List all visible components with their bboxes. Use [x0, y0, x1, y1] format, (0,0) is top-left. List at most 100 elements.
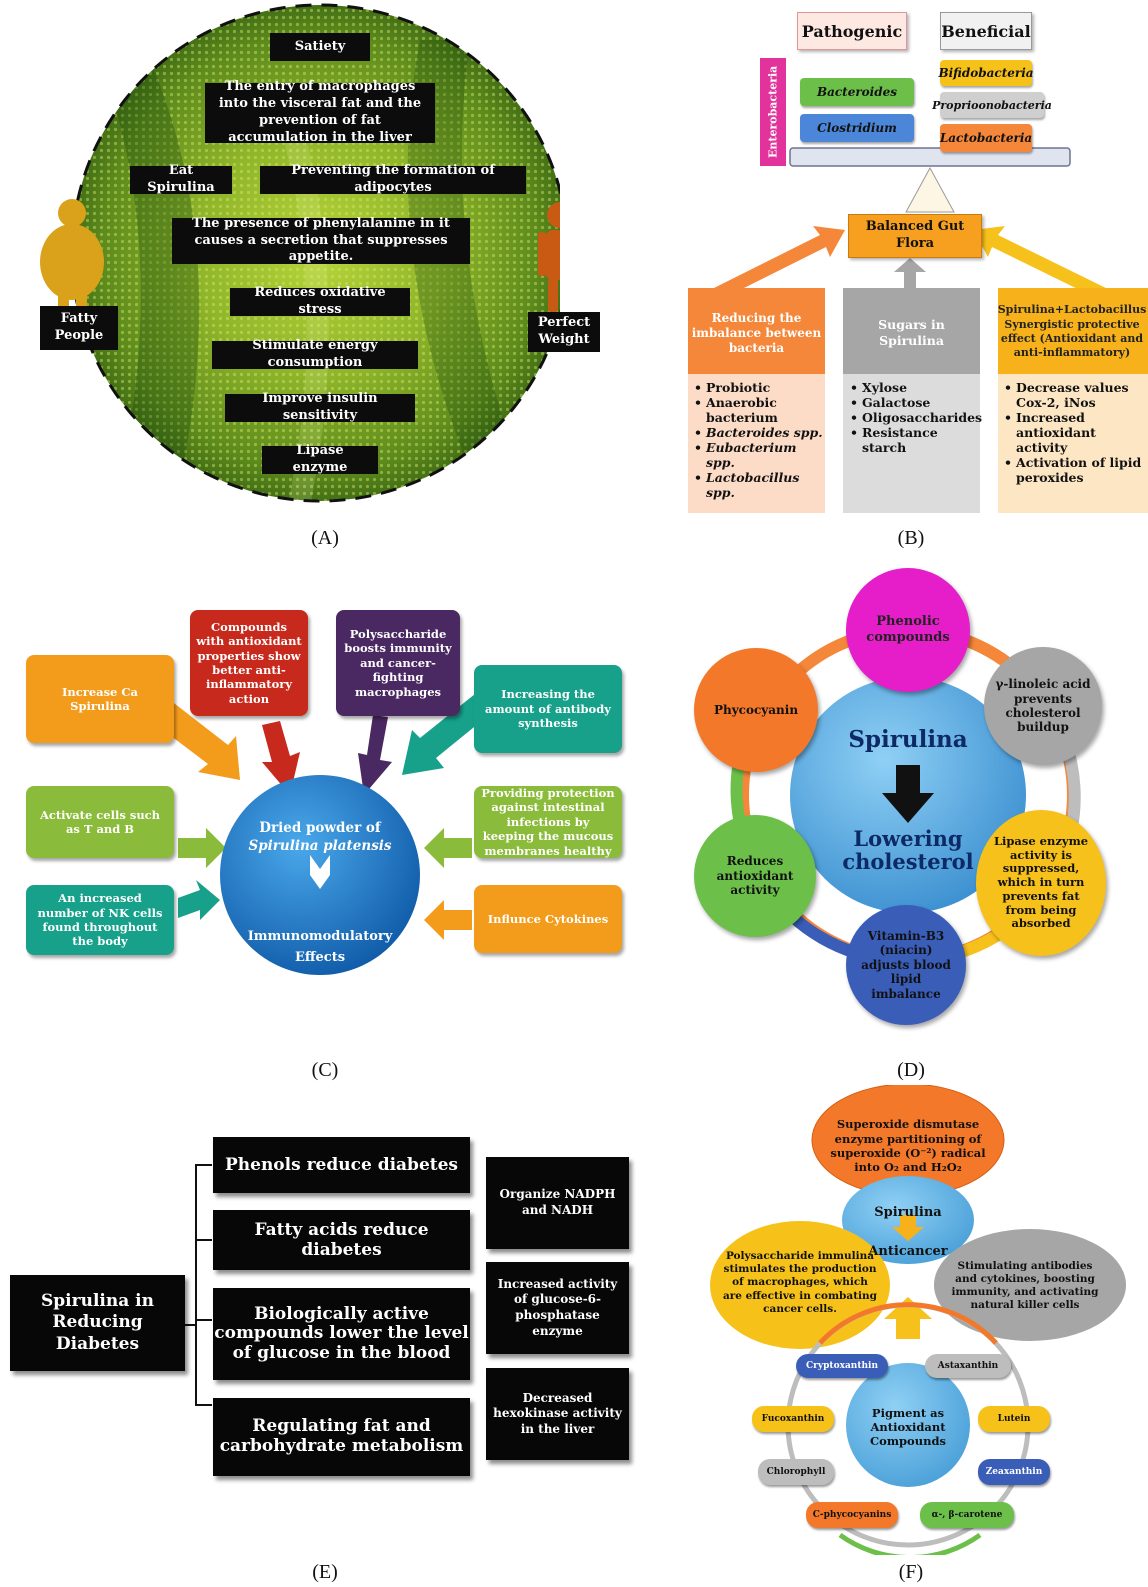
seesaw-bar [789, 147, 1071, 167]
col3-list: Decrease values Cox-2, iNos Increased an… [1004, 380, 1144, 485]
thin-person-icon [538, 202, 560, 312]
list-item: Increased antioxidant activity [1004, 410, 1144, 455]
pathogenic-header: Pathogenic [797, 12, 907, 50]
d-center-top: Spirulina [848, 725, 968, 753]
gray-arrow [894, 258, 926, 288]
arrow-cytokines [424, 900, 472, 940]
panel-c-graphics [150, 690, 495, 975]
antioxidant-box: Compounds with antioxidant properties sh… [190, 610, 308, 716]
panel-c-caption: (C) [311, 1058, 339, 1081]
phenylalanine-box: The presence of phenylalanine in it caus… [172, 216, 470, 264]
cryptoxanthin-pill: Cryptoxanthin [796, 1354, 888, 1378]
hexokinase-box: Decreased hexokinase activity in the liv… [486, 1368, 629, 1460]
list-item: Anaerobic bacterium [694, 395, 824, 425]
nk-cells-box: An increased number of NK cells found th… [26, 885, 174, 955]
nadph-box: Organize NADPH and NADH [486, 1157, 629, 1249]
arrow-down-icon [882, 765, 934, 823]
balanced-gut-flora-box: Balanced Gut Flora [848, 214, 982, 258]
center-bottom: Immunomodulatory Effects [247, 929, 393, 965]
chlorophyll-pill: Chlorophyll [758, 1459, 834, 1485]
list-item: Galactose [850, 395, 980, 410]
arrow-up-icon [884, 1297, 932, 1339]
list-item: Probiotic [694, 380, 824, 395]
intestinal-box: Providing protection against intestinal … [474, 786, 622, 858]
list-item: Decrease values Cox-2, iNos [1004, 380, 1144, 410]
stimulating-ellipse [934, 1229, 1126, 1341]
polysaccharide-box: Polysaccharide boosts immunity and cance… [336, 610, 460, 716]
list-item: Xylose [850, 380, 980, 395]
regulating-box: Regulating fat and carbohydrate metaboli… [213, 1398, 470, 1476]
bracket-top [184, 1164, 212, 1326]
clostridium-chip: Clostridium [800, 114, 914, 142]
beneficial-header: Beneficial [940, 12, 1032, 50]
panel-d-caption: (D) [897, 1058, 925, 1081]
reduces-antioxidant-circle: Reduces antioxidant activity [694, 815, 816, 937]
list-item: Activation of lipid peroxides [1004, 455, 1144, 485]
list-item: Bacteroides spp. [694, 425, 824, 440]
energy-consumption-box: Stimulate energy consumption [212, 338, 418, 370]
superoxide-text: Superoxide dismutase enzyme partitioning… [830, 1117, 986, 1175]
center-line2: Spirulina platensis [248, 838, 392, 854]
orange-arrow [710, 226, 845, 300]
glucose6-box: Increased activity of glucose-6-phosphat… [486, 1262, 629, 1354]
col2-list: Xylose Galactose Oligosaccharides Resist… [850, 380, 982, 455]
panel-e-connectors [184, 1164, 212, 1406]
col1-list: Probiotic Anaerobic bacterium Bacteroide… [694, 380, 824, 500]
linoleic-circle: γ-linoleic acid prevents cholesterol bui… [984, 647, 1102, 765]
list-item: Lactobacillus spp. [694, 470, 824, 500]
list-item: Resistance starch [850, 425, 980, 455]
fucoxanthin-pill: Fucoxanthin [752, 1406, 834, 1432]
spirulina-text: Spirulina [874, 1204, 942, 1220]
biologically-active-box: Biologically active compounds lower the … [213, 1288, 470, 1380]
arrow-nk [178, 880, 220, 920]
insulin-sensitivity-box: Improve insulin sensitivity [225, 391, 415, 423]
arrow-intestinal [424, 828, 472, 868]
bacteroides-chip: Bacteroides [800, 78, 914, 106]
diabetes-root-box: Spirulina in Reducing Diabetes [10, 1275, 185, 1371]
panel-b-caption: (B) [897, 526, 925, 549]
pigment-text: Pigment as Antioxidant Compounds [870, 1406, 946, 1448]
col1-heading: Reducing the imbalance between bacteria [691, 310, 822, 355]
bracket-bottom [195, 1325, 212, 1406]
d-center-bottom: Lowering cholesterol [842, 825, 974, 874]
gold-arrow [973, 226, 1110, 300]
list-item: Eubacterium spp. [694, 440, 824, 470]
bifidobacteria-chip: Bifidobacteria [938, 60, 1034, 86]
panel-e-caption: (E) [312, 1560, 338, 1583]
increase-ca-box: Increase Ca Spirulina [26, 655, 174, 743]
polysaccharide-text: Polysaccharide immulina stimulates the p… [722, 1250, 878, 1315]
lipase-enzyme-box: Lipase enzyme [262, 443, 378, 475]
polysaccharide-ellipse [710, 1221, 890, 1349]
col3-heading: Spirulina+Lactobacillus Synergistic prot… [997, 303, 1147, 360]
center-line1: Dried powder of [259, 820, 381, 836]
perfect-weight-label: Perfect Weight [528, 312, 600, 352]
panel-f-caption: (F) [898, 1560, 924, 1583]
activate-tb-box: Activate cells such as T and B [26, 786, 174, 858]
phenolic-circle: Phenolic compounds [846, 568, 970, 692]
arrow-antioxidant [262, 721, 300, 795]
carotene-pill: α-, β-carotene [920, 1502, 1014, 1528]
phenols-box: Phenols reduce diabetes [213, 1137, 470, 1193]
arrow-down-icon [892, 1215, 924, 1241]
eat-spirulina-box: Eat Spirulina [130, 163, 232, 195]
phycocyanin-circle: Phycocyanin [694, 648, 818, 772]
fatty-people-label: Fatty People [40, 306, 118, 350]
anticancer-text: Anticancer [868, 1243, 948, 1259]
lipase-circle: Lipase enzyme activity is suppressed, wh… [976, 810, 1106, 956]
phycocyanins-pill: C-phycocyanins [806, 1502, 898, 1528]
satiety-box: Satiety [270, 33, 370, 61]
arrow-poly [358, 715, 392, 795]
list-item: Oligosaccharides [850, 410, 982, 425]
col2-heading: Sugars in Spirulina [878, 317, 945, 348]
lutein-pill: Lutein [978, 1406, 1050, 1432]
oxidative-stress-box: Reduces oxidative stress [230, 285, 410, 317]
arrow-antibody [402, 690, 495, 775]
pigment-center-circle [846, 1363, 970, 1487]
seesaw-fulcrum [905, 166, 955, 213]
antibody-box: Increasing the amount of antibody synthe… [474, 665, 622, 753]
adipocytes-box: Preventing the formation of adipocytes [260, 163, 526, 195]
panel-f-graphics [710, 1085, 1126, 1555]
enterobacteria-label: Enterobacteria [760, 58, 786, 166]
stimulating-text: Stimulating antibodies and cytokines, bo… [951, 1259, 1099, 1312]
